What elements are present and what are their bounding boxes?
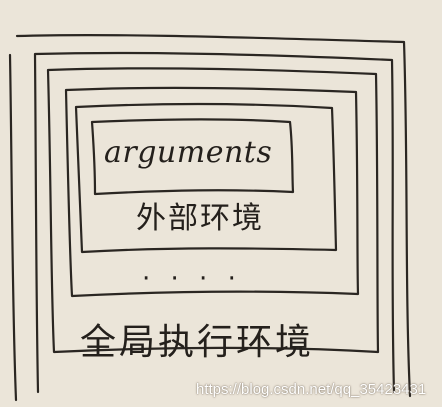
global-execution-context-label: 全局执行环境 [80, 322, 315, 363]
level-2-box [46, 67, 380, 354]
ellipsis-label: · · · · [142, 264, 242, 294]
global-context-box [33, 51, 396, 394]
outer-scope-box [74, 103, 338, 254]
level-3-box [64, 86, 360, 298]
outer-environment-label: 外部环境 [136, 201, 264, 236]
outermost-box [8, 33, 412, 402]
watermark-url: https://blog.csdn.net/qq_35423431 [196, 381, 427, 398]
arguments-box [90, 118, 295, 196]
arguments-label: arguments [104, 135, 273, 170]
